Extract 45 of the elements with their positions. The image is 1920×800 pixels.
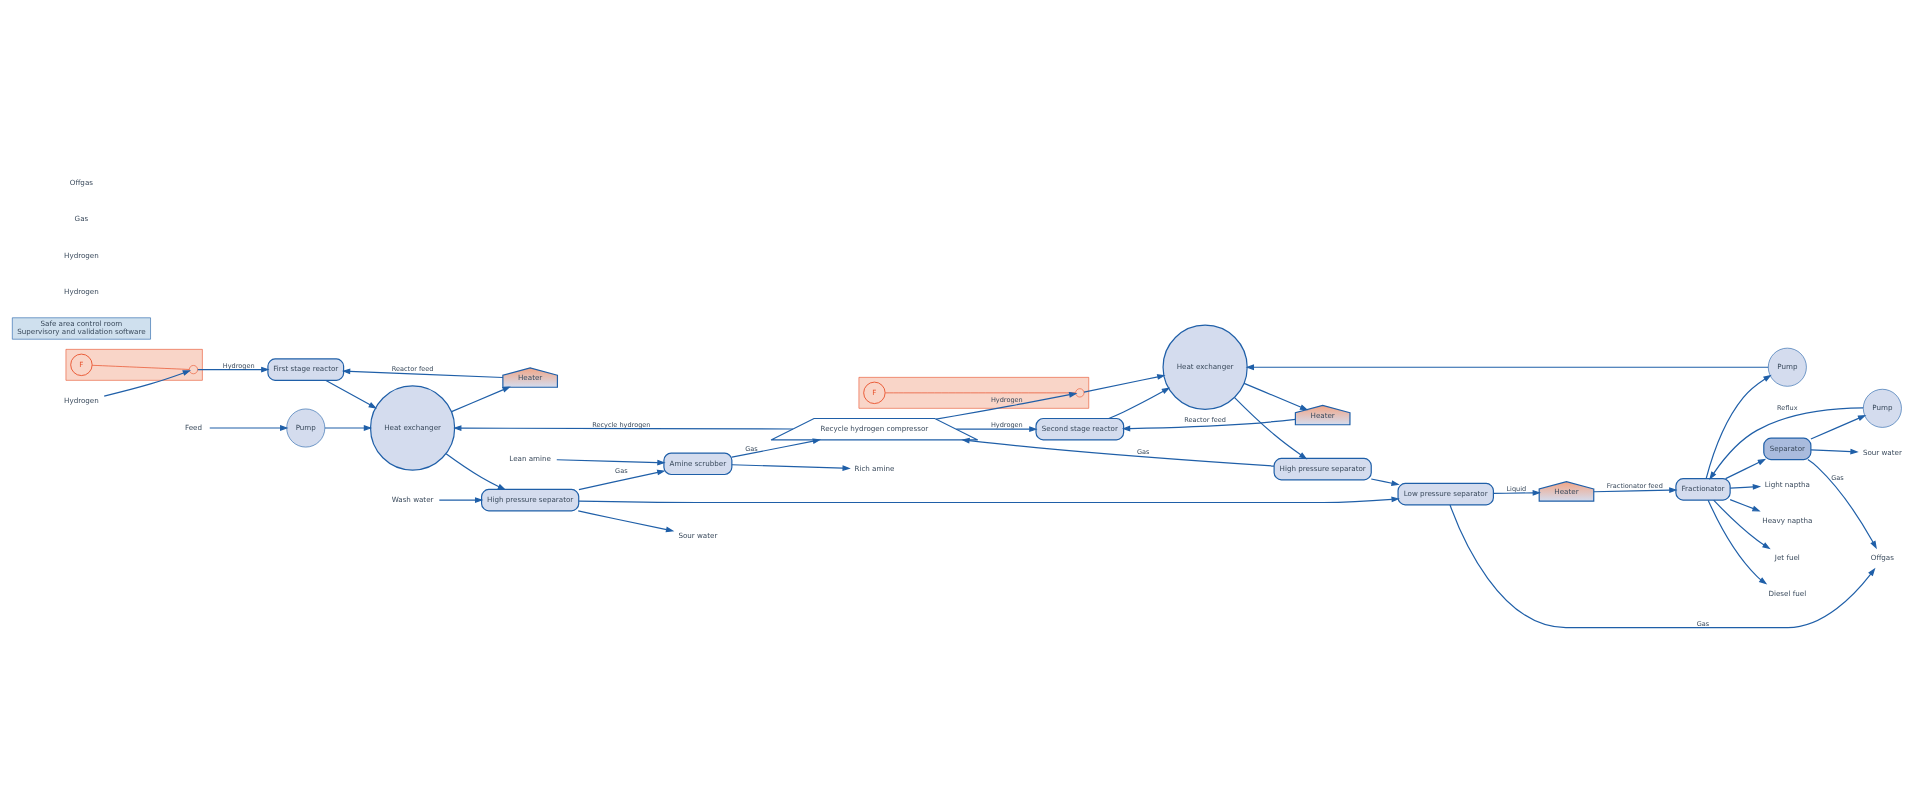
- arrow: [438, 497, 484, 504]
- arrow: [578, 496, 1400, 504]
- arrow: [731, 464, 851, 472]
- cluster: [858, 377, 1090, 409]
- arrow: [1729, 484, 1762, 490]
- arrow: [1449, 504, 1876, 629]
- arrow: [453, 425, 794, 432]
- node-circle: [188, 365, 198, 375]
- arrow: [1234, 397, 1308, 460]
- arrow: [731, 438, 822, 458]
- connector: [885, 392, 1076, 394]
- arrow: [341, 368, 504, 379]
- arrow: [1807, 459, 1877, 550]
- arrow: [324, 425, 373, 431]
- arrow: [578, 469, 666, 491]
- arrow: [1492, 489, 1541, 496]
- arrow: [209, 425, 289, 431]
- arrow: [325, 379, 377, 409]
- arrow: [1709, 407, 1864, 480]
- arrow: [1725, 458, 1767, 480]
- arrow: [1810, 415, 1867, 440]
- arrow: [1593, 487, 1678, 494]
- arrow: [1729, 499, 1761, 512]
- arrow: [955, 426, 1038, 433]
- cluster: [65, 349, 203, 381]
- arrow: [445, 453, 507, 491]
- arrow: [961, 437, 1275, 467]
- arrow: [103, 370, 192, 397]
- arrow: [197, 366, 270, 373]
- node-circle: [1075, 388, 1085, 398]
- arrow: [451, 386, 511, 413]
- arrow: [1245, 364, 1769, 371]
- arrow: [1810, 448, 1859, 455]
- arrow: [1713, 499, 1771, 550]
- arrow: [1370, 478, 1400, 486]
- connector: [91, 364, 190, 370]
- arrow: [1707, 499, 1768, 585]
- arrow: [1121, 418, 1297, 432]
- arrow: [556, 459, 666, 466]
- arrow: [577, 510, 675, 533]
- arrow: [935, 391, 1078, 420]
- arrow: [1705, 374, 1772, 480]
- arrow: [1243, 382, 1309, 411]
- arrow: [1108, 387, 1171, 420]
- arrow: [1083, 374, 1166, 393]
